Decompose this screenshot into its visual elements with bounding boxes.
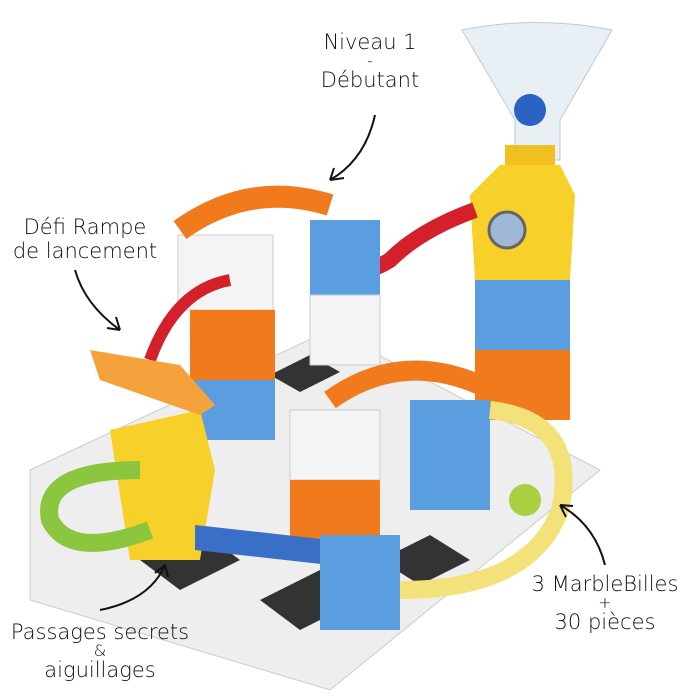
blue-track [195, 525, 330, 565]
red-ramp [144, 274, 232, 363]
arrow-passages [99, 564, 169, 611]
blue-marble [514, 94, 546, 126]
yellow-curve [399, 401, 573, 599]
arrow-level [329, 114, 376, 181]
label-passages-sep: & [93, 641, 107, 660]
middle-block-column [289, 220, 490, 540]
arrow-contents [559, 504, 606, 566]
blue-block-front [320, 535, 400, 630]
label-contents-line1: 3 MarbleBilles [531, 572, 679, 596]
label-level: Niveau 1 - Débutant [310, 30, 430, 92]
label-passages-line1: Passages secrets [10, 620, 190, 644]
label-ramp-line1: Défi Rampe [23, 215, 147, 239]
label-passages-line2: aiguillages [44, 658, 156, 682]
green-spiral [40, 461, 154, 552]
arrow-ramp [74, 269, 121, 331]
launch-ramp [90, 350, 215, 560]
label-ramp-line2: de lancement [12, 239, 158, 263]
label-ramp: Défi Rampe de lancement [5, 215, 165, 263]
label-contents: 3 MarbleBilles + 30 pièces [510, 572, 700, 634]
label-level-sep: - [367, 51, 373, 70]
label-passages: Passages secrets & aiguillages [0, 620, 200, 682]
label-level-line1: Niveau 1 [323, 30, 417, 54]
green-marble [509, 484, 541, 516]
label-contents-sep: + [598, 593, 612, 612]
launch-tower [461, 22, 613, 420]
label-contents-line2: 30 pièces [554, 610, 656, 634]
label-level-line2: Débutant [320, 68, 420, 92]
